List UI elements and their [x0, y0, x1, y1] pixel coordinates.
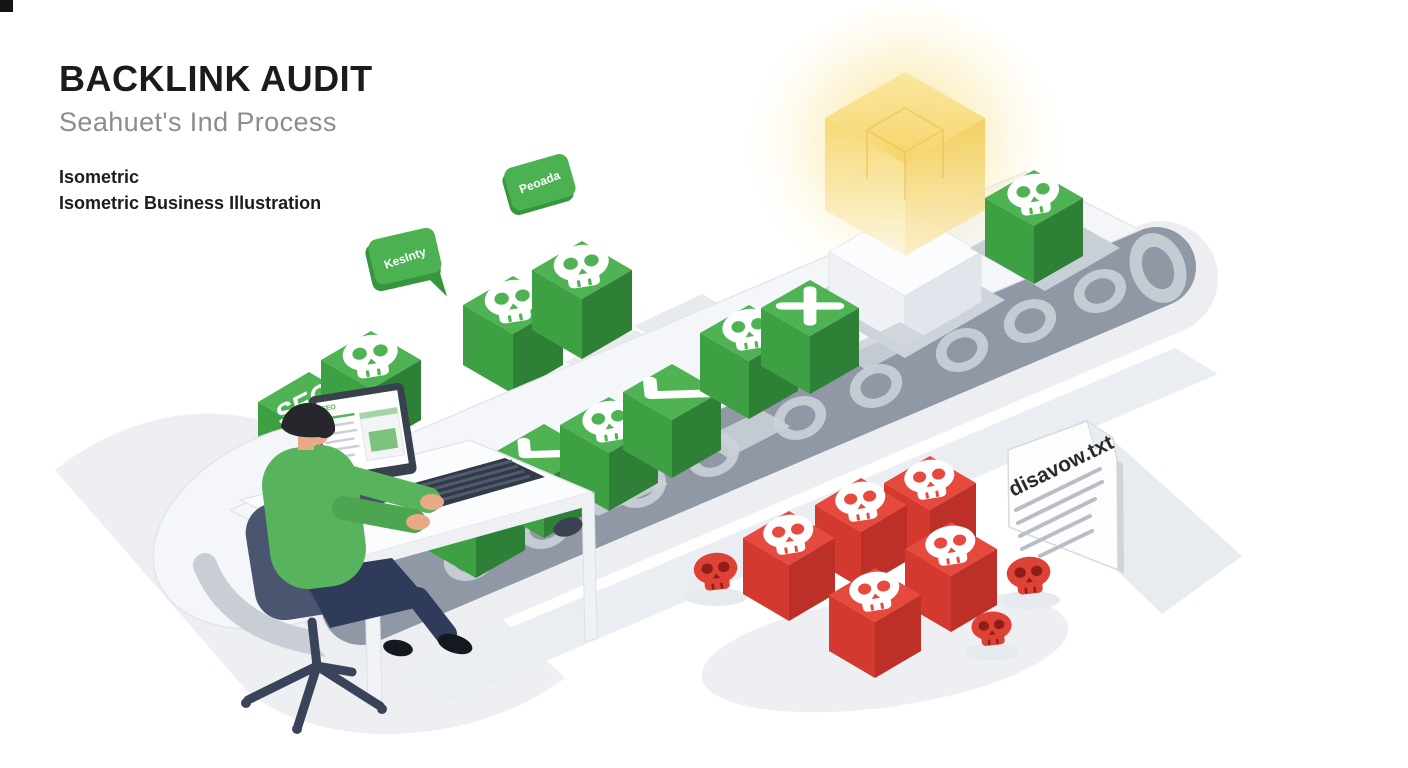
green-cube-skull [532, 240, 632, 359]
monitor-brand-label: SEO [321, 404, 337, 413]
red-cube-skull [815, 478, 907, 588]
green-cube-x [761, 280, 859, 394]
header-block: BACKLINK AUDIT Seahuet's Ind Process Iso… [59, 60, 373, 216]
red-skull-icon [1005, 554, 1053, 596]
workstation: SEO [237, 382, 598, 734]
red-cube-skull [829, 568, 921, 678]
glowing-cube [825, 72, 985, 256]
green-cube-skull [985, 170, 1083, 284]
speech-bubble-healthy: Keslnty [365, 227, 448, 297]
speech-bubble-pending: Peoada [502, 154, 576, 215]
page-title: BACKLINK AUDIT [59, 58, 373, 99]
caption-block: Isometric Isometric Business Illustratio… [59, 164, 373, 216]
analyst-person [262, 402, 473, 657]
speech-bubbles: Keslnty Peoada [365, 154, 576, 297]
mouse [553, 517, 583, 537]
corner-mark [0, 0, 13, 12]
caption-line-2: Isometric Business Illustration [59, 192, 322, 213]
disavow-document: disavow.txt [1005, 419, 1124, 574]
red-cube-cluster [692, 456, 1053, 678]
green-cube-check [623, 364, 721, 478]
page-subtitle: Seahuet's Ind Process [59, 106, 337, 137]
caption-line-1: Isometric [59, 166, 140, 187]
red-cube-skull [743, 511, 835, 621]
